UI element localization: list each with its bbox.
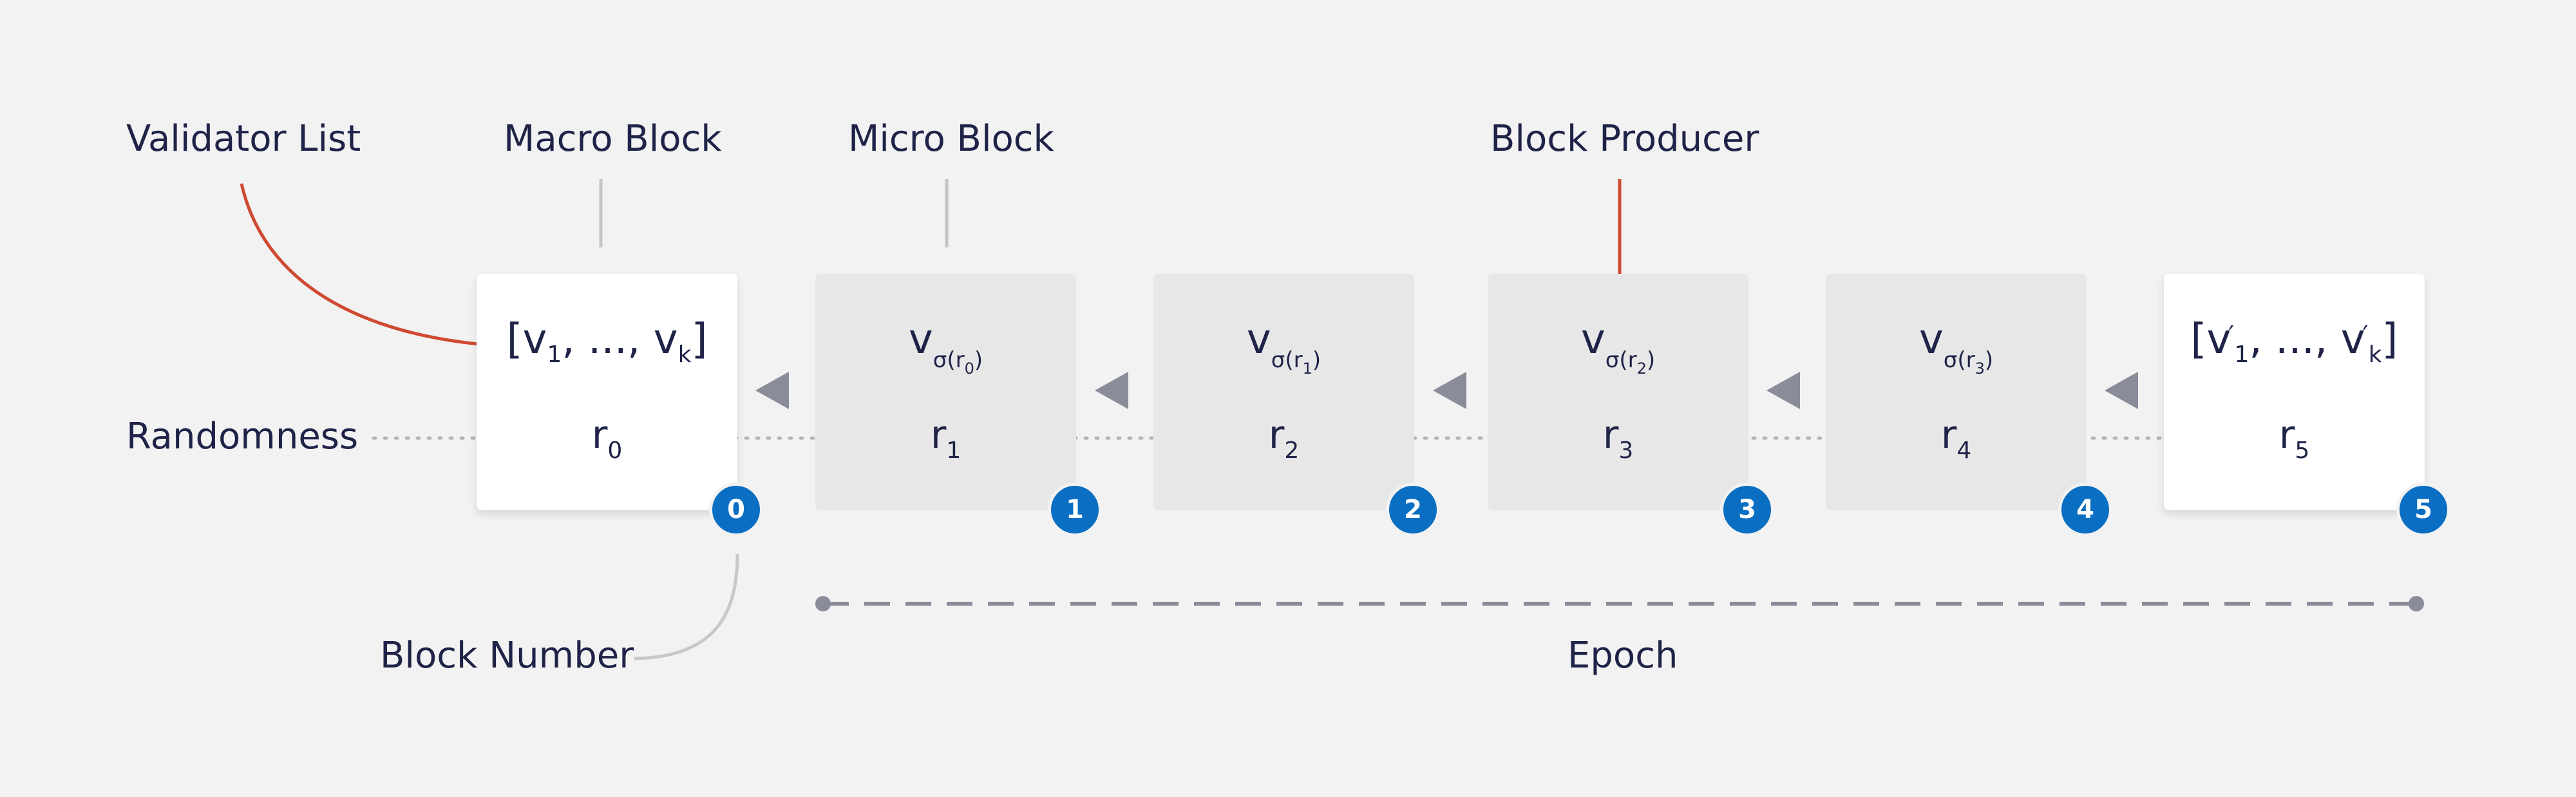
micro-block-4: vσ(r3) r4 bbox=[1826, 274, 2087, 510]
block-producer-content: vσ(r0) bbox=[908, 316, 983, 378]
randomness-value: r2 bbox=[1153, 416, 1414, 463]
chain-arrow-5 bbox=[2105, 372, 2138, 409]
validator-list-content: [v′1, ..., v′k] bbox=[2190, 316, 2398, 368]
block-number-badge: 4 bbox=[2058, 483, 2112, 537]
chain-arrow-3 bbox=[1433, 372, 1466, 409]
block-number-badge: 1 bbox=[1048, 483, 1102, 537]
micro-block-1: vσ(r0) r1 bbox=[815, 274, 1076, 510]
block-producer-content: vσ(r3) bbox=[1918, 316, 1994, 378]
randomness-value: r4 bbox=[1826, 416, 2087, 463]
chain-arrow-2 bbox=[1095, 372, 1128, 409]
chain-arrow-1 bbox=[755, 372, 789, 409]
epoch-label: Epoch bbox=[1567, 635, 1678, 677]
randomness-value: r1 bbox=[815, 416, 1076, 463]
block-number-badge: 5 bbox=[2396, 483, 2450, 537]
chain-arrow-4 bbox=[1766, 372, 1800, 409]
randomness-value: r5 bbox=[2164, 416, 2425, 463]
micro-block-label: Micro Block bbox=[848, 118, 1054, 160]
randomness-label: Randomness bbox=[126, 416, 359, 457]
block-number-badge: 0 bbox=[709, 483, 763, 537]
block-number-badge: 3 bbox=[1720, 483, 1774, 537]
block-number-connector bbox=[634, 553, 739, 660]
macro-block-5: [v′1, ..., v′k] r5 bbox=[2164, 274, 2425, 510]
epoch-end-dot bbox=[2409, 596, 2424, 611]
validator-list-content: [v1, ..., vk] bbox=[506, 316, 708, 368]
micro-block-2: vσ(r1) r2 bbox=[1153, 274, 1414, 510]
micro-block-3: vσ(r2) r3 bbox=[1488, 274, 1748, 510]
macro-block-0: [v1, ..., vk] r0 bbox=[477, 274, 737, 510]
randomness-value: r3 bbox=[1488, 416, 1748, 463]
block-number-badge: 2 bbox=[1386, 483, 1440, 537]
block-producer-label: Block Producer bbox=[1490, 118, 1759, 160]
block-number-label: Block Number bbox=[380, 635, 634, 677]
epoch-start-dot bbox=[815, 596, 831, 611]
macro-block-label: Macro Block bbox=[504, 118, 722, 160]
block-producer-content: vσ(r1) bbox=[1246, 316, 1321, 378]
validator-list-arrow bbox=[240, 183, 493, 347]
randomness-value: r0 bbox=[477, 416, 737, 463]
block-producer-content: vσ(r2) bbox=[1580, 316, 1656, 378]
validator-list-label: Validator List bbox=[126, 118, 361, 160]
